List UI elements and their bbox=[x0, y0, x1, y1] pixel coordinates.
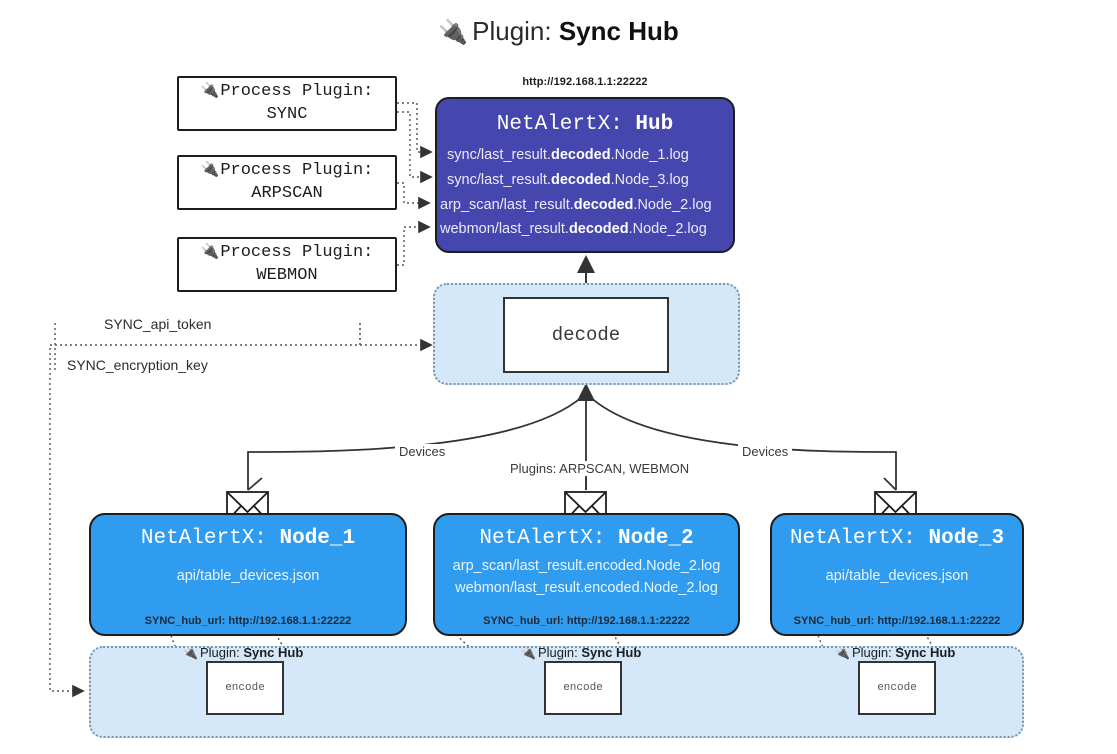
plug-icon: 🔌 bbox=[200, 242, 220, 261]
process-plugin-sync[interactable]: 🔌Process Plugin: SYNC bbox=[177, 76, 397, 131]
hub-title: NetAlertX: Hub bbox=[437, 113, 733, 136]
edge-label-plugins-center: Plugins: ARPSCAN, WEBMON bbox=[506, 461, 694, 476]
process-plugin-name: ARPSCAN bbox=[251, 184, 323, 203]
node-log-line: api/table_devices.json bbox=[176, 568, 320, 584]
encode-caption-2: 🔌Plugin: Sync Hub bbox=[521, 645, 642, 660]
edge-sync-to-log1 bbox=[397, 102, 433, 159]
encode-box-3[interactable]: encode bbox=[858, 661, 936, 715]
encode-caption-3: 🔌Plugin: Sync Hub bbox=[835, 645, 956, 660]
encode-caption-1: 🔌Plugin: Sync Hub bbox=[183, 645, 304, 660]
hub-title-prefix: NetAlertX: bbox=[496, 113, 636, 136]
sync-encryption-key-label: SYNC_encryption_key bbox=[63, 357, 212, 373]
page-title-prefix: Plugin: bbox=[472, 16, 559, 46]
node-box-node-2[interactable]: NetAlertX: Node_2 arp_scan/last_result.e… bbox=[433, 513, 740, 636]
process-plugin-name: WEBMON bbox=[256, 266, 318, 285]
hub-log-line: arp_scan/last_result.decoded.Node_2.log bbox=[440, 197, 712, 213]
node-hub-url: SYNC_hub_url: http://192.168.1.1:22222 bbox=[483, 615, 690, 627]
hub-url-label: http://192.168.1.1:22222 bbox=[522, 76, 648, 88]
process-plugin-arpscan[interactable]: 🔌Process Plugin: ARPSCAN bbox=[177, 155, 397, 210]
node-box-node-1[interactable]: NetAlertX: Node_1 api/table_devices.json… bbox=[89, 513, 407, 636]
process-plugin-label: Process Plugin: bbox=[220, 82, 374, 102]
node-title: NetAlertX: Node_1 bbox=[140, 527, 356, 550]
hub-log-line: sync/last_result.decoded.Node_1.log bbox=[447, 147, 689, 163]
process-plugin-webmon[interactable]: 🔌Process Plugin: WEBMON bbox=[177, 237, 397, 292]
node-log-line: api/table_devices.json bbox=[825, 568, 969, 584]
edge-sync-to-log3 bbox=[397, 111, 433, 184]
hub-title-name: Hub bbox=[635, 113, 674, 136]
page-title: 🔌Plugin: Sync Hub bbox=[0, 16, 1117, 47]
plug-icon: 🔌 bbox=[438, 19, 469, 46]
node-title: NetAlertX: Node_2 bbox=[479, 527, 694, 550]
node-log-line: arp_scan/last_result.encoded.Node_2.log bbox=[452, 558, 721, 574]
edge-label-devices-right: Devices bbox=[738, 444, 793, 459]
decode-box[interactable]: decode bbox=[503, 297, 669, 373]
plug-icon: 🔌 bbox=[183, 646, 198, 660]
page-title-name: Sync Hub bbox=[558, 16, 679, 46]
edge-arpscan-to-log bbox=[397, 182, 431, 210]
hub-log-line: webmon/last_result.decoded.Node_2.log bbox=[440, 221, 707, 237]
plug-icon: 🔌 bbox=[200, 160, 220, 179]
plug-icon: 🔌 bbox=[521, 646, 536, 660]
sync-api-token-label: SYNC_api_token bbox=[100, 316, 216, 332]
node-title: NetAlertX: Node_3 bbox=[789, 527, 1005, 550]
process-plugin-label: Process Plugin: bbox=[220, 161, 374, 181]
node-box-node-3[interactable]: NetAlertX: Node_3 api/table_devices.json… bbox=[770, 513, 1024, 636]
encode-box-2[interactable]: encode bbox=[544, 661, 622, 715]
plug-icon: 🔌 bbox=[200, 81, 220, 100]
process-plugin-name: SYNC bbox=[266, 105, 308, 124]
hub-log-line: sync/last_result.decoded.Node_3.log bbox=[447, 172, 689, 188]
plug-icon: 🔌 bbox=[835, 646, 850, 660]
node-hub-url: SYNC_hub_url: http://192.168.1.1:22222 bbox=[793, 615, 1001, 627]
encode-box-1[interactable]: encode bbox=[206, 661, 284, 715]
edge-label-devices-left: Devices bbox=[395, 444, 450, 459]
process-plugin-label: Process Plugin: bbox=[220, 243, 374, 263]
hub-box[interactable]: NetAlertX: Hub sync/last_result.decoded.… bbox=[435, 97, 735, 253]
edge-api-token-rail bbox=[49, 323, 361, 698]
edge-webmon-to-log bbox=[397, 220, 431, 266]
node-hub-url: SYNC_hub_url: http://192.168.1.1:22222 bbox=[144, 615, 352, 627]
node-log-line: webmon/last_result.encoded.Node_2.log bbox=[455, 580, 718, 596]
